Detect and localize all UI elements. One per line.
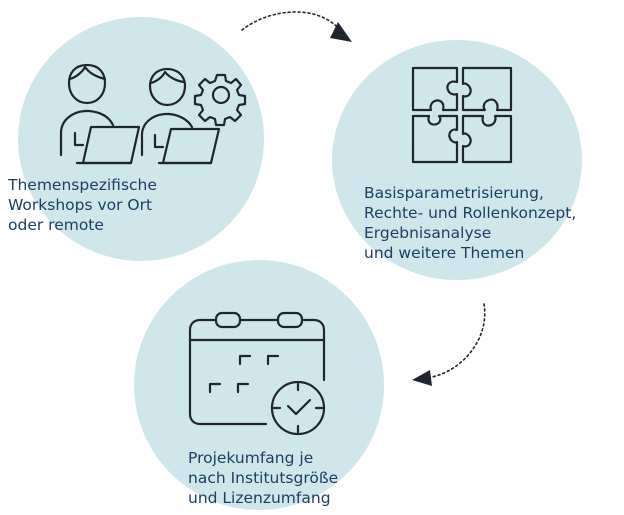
- topics-label-line: Basisparametrisierung,: [364, 184, 544, 202]
- arrow-down-left-icon: [412, 303, 486, 386]
- workshops-label-line: Themenspezifische: [8, 176, 157, 194]
- scope-label-line: nach Institutsgröße: [188, 469, 339, 487]
- workshops-label: Themenspezifische Workshops vor Ort oder…: [8, 175, 157, 235]
- topics-label-line: und weitere Themen: [364, 244, 525, 262]
- workshops-label-line: Workshops vor Ort: [8, 196, 153, 214]
- puzzle-icon: [411, 66, 513, 164]
- scope-bubble: [134, 260, 384, 510]
- people-laptop-gear-icon: [59, 63, 247, 165]
- topics-label: Basisparametrisierung, Rechte- und Rolle…: [364, 183, 576, 263]
- topics-label-line: Ergebnisanalyse: [364, 224, 492, 242]
- topics-label-line: Rechte- und Rollenkonzept,: [364, 204, 577, 222]
- calendar-clock-icon: [188, 311, 326, 436]
- scope-label: Projekumfang je nach Institutsgröße und …: [188, 448, 338, 508]
- scope-label-line: und Lizenzumfang: [188, 489, 331, 507]
- workshops-label-line: oder remote: [8, 216, 104, 234]
- scope-label-line: Projekumfang je: [188, 449, 314, 467]
- arrow-right-icon: [241, 11, 352, 42]
